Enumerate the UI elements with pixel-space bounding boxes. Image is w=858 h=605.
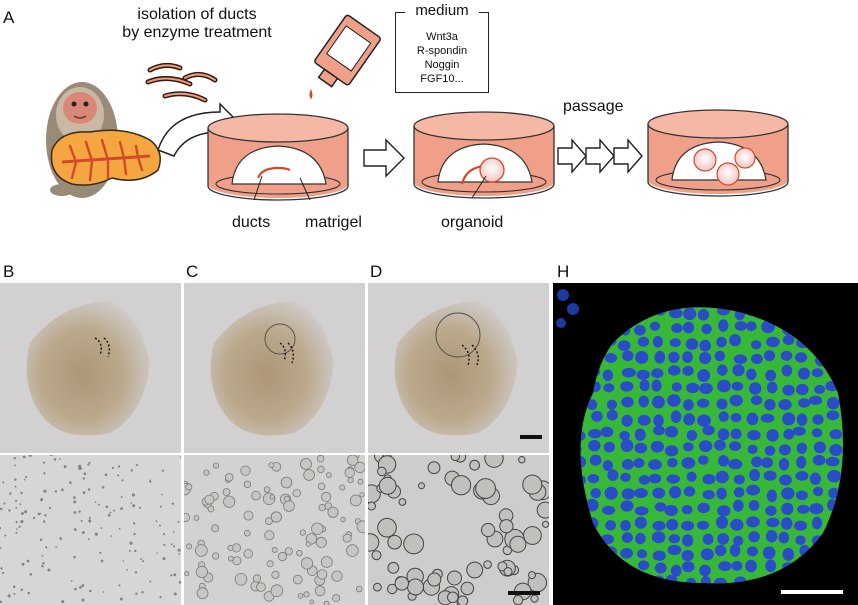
panel-label-a: A [3, 8, 15, 27]
micrograph-d [368, 283, 549, 453]
passage-label: passage [563, 98, 624, 115]
isolation-text-line2: by enzyme treatment [122, 24, 272, 41]
dish-1 [207, 113, 349, 201]
arrow-1 [363, 138, 405, 178]
fluorescence-image-h [553, 283, 858, 605]
micrograph-f [184, 455, 365, 605]
panel-label-b: B [3, 262, 15, 281]
panel-label-c: C [186, 262, 199, 281]
organoid-label: organoid [441, 214, 504, 231]
passage-arrows [557, 138, 643, 174]
matrigel-label: matrigel [305, 214, 362, 231]
duct-fragments [145, 62, 218, 103]
medium-item: Noggin [424, 59, 460, 71]
micrograph-b [0, 283, 181, 453]
dish-2 [413, 111, 555, 199]
curved-arrow [157, 102, 242, 157]
medium-item: FGF10... [420, 73, 464, 85]
panel-label-h: H [557, 262, 570, 281]
micrograph-g [368, 455, 549, 605]
medium-title: medium [408, 2, 476, 19]
ducts-label: ducts [232, 214, 271, 231]
pancreas-illustration [50, 129, 161, 186]
isolation-text-line1: isolation of ducts [137, 6, 257, 23]
schematic-figure [46, 14, 789, 201]
micrograph-c [184, 283, 365, 453]
micrograph-e [0, 455, 181, 605]
medium-box: Wnt3a R-spondin Noggin FGF10... [395, 12, 489, 93]
medium-item: Wnt3a [426, 31, 458, 43]
medium-bottle-icon [309, 14, 381, 99]
medium-item: R-spondin [416, 45, 468, 57]
panel-label-d: D [370, 262, 383, 281]
dish-3 [647, 109, 789, 197]
